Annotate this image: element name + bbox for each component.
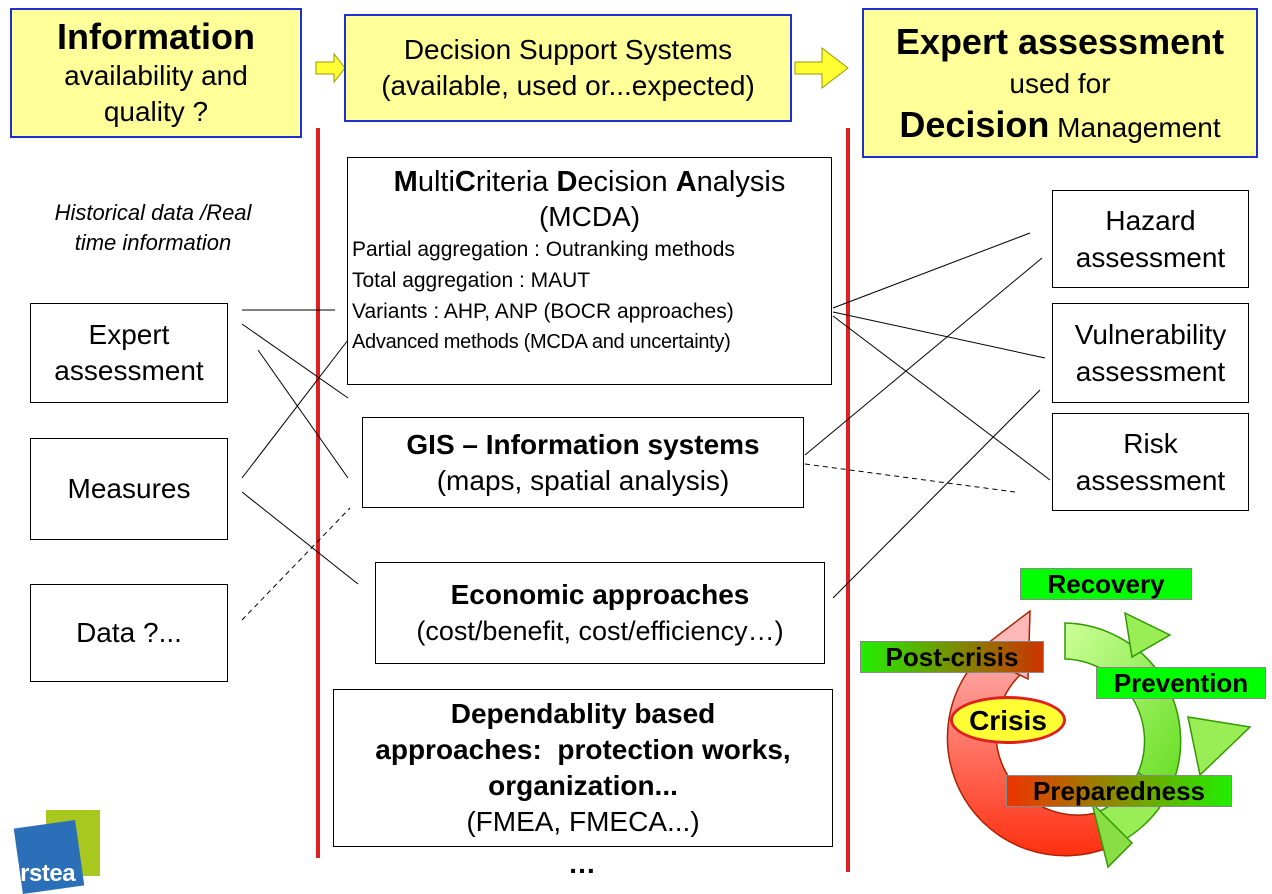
- mcda-title-nalysis: nalysis: [696, 166, 786, 198]
- dependability-line3: organization...: [488, 770, 678, 801]
- dependability-box: Dependablity based approaches: protectio…: [333, 689, 833, 847]
- connector: [241, 339, 349, 479]
- measures-label: Measures: [67, 473, 191, 504]
- risk-line2: assessment: [1075, 465, 1226, 496]
- expert-line2: used for: [1009, 68, 1111, 99]
- mcda-item: Total aggregation : MAUT: [352, 269, 591, 292]
- dss-box: Decision Support Systems (available, use…: [344, 14, 792, 122]
- expert-line3: Decision Management: [864, 104, 1256, 149]
- gis-subtitle: (maps, spatial analysis): [436, 464, 730, 496]
- information-line2: availability and: [64, 60, 248, 91]
- dependability-line2: approaches: protection works,: [375, 734, 791, 765]
- mcda-title-c: C: [454, 166, 476, 198]
- information-box: Information availability and quality ?: [10, 8, 302, 138]
- note-line2: time information: [74, 230, 232, 255]
- more-ellipsis: …: [568, 848, 596, 879]
- gis-box: GIS – Information systems (maps, spatial…: [362, 417, 804, 508]
- data-box: Data ?...: [30, 584, 228, 682]
- economic-subtitle: (cost/benefit, cost/efficiency…): [416, 616, 784, 646]
- expert-assessment-box: Expert assessment used for Decision Mana…: [862, 8, 1258, 158]
- expert-input-line2: assessment: [54, 355, 204, 386]
- risk-box: Risk assessment: [1052, 413, 1249, 511]
- connector: [804, 257, 1043, 456]
- arrow-dss-to-expert: [794, 46, 849, 90]
- data-label: Data ?...: [76, 617, 182, 648]
- hazard-box: Hazard assessment: [1052, 190, 1249, 288]
- irstea-logo: irstea: [13, 810, 104, 894]
- arrow-info-to-dss: [315, 52, 346, 84]
- expert-line3-bold: Decision: [899, 104, 1050, 145]
- mcda-title: MultiCriteria Decision Analysis: [352, 164, 827, 200]
- connector: [832, 389, 1041, 599]
- cycle-label-recovery: Recovery: [1020, 568, 1192, 600]
- mcda-item: Advanced methods (MCDA and uncertainty): [352, 331, 731, 353]
- mcda-title-m: M: [393, 166, 418, 198]
- cycle-label-prevention: Prevention: [1096, 667, 1266, 699]
- cycle-arrowhead: [1124, 611, 1172, 659]
- mcda-title-a: A: [675, 166, 697, 198]
- economic-box: Economic approaches (cost/benefit, cost/…: [375, 562, 825, 664]
- connector: [832, 232, 1031, 309]
- information-title: Information: [57, 16, 255, 57]
- expert-line3-rest: Management: [1049, 112, 1221, 143]
- gis-title: GIS – Information systems: [406, 428, 760, 460]
- risk-line1: Risk: [1123, 428, 1178, 459]
- vulnerability-box: Vulnerability assessment: [1052, 303, 1249, 403]
- dependability-line1: Dependablity based: [450, 698, 716, 729]
- historical-note: Historical data /Real time information: [18, 198, 288, 258]
- connector: [832, 311, 1046, 359]
- dss-line2: (available, used or...expected): [381, 70, 755, 101]
- connector: [241, 491, 359, 585]
- cycle-ring-green: [1064, 622, 1182, 792]
- dependability-line4: (FMEA, FMECA...): [466, 806, 700, 837]
- connector: [832, 315, 1051, 481]
- note-line1: Historical data /Real: [54, 200, 252, 225]
- cycle-arrowhead: [1187, 716, 1252, 777]
- connector-dashed: [241, 507, 351, 621]
- hazard-line2: assessment: [1075, 242, 1226, 273]
- crisis-cycle-diagram: [946, 609, 1252, 869]
- mcda-box: MultiCriteria Decision Analysis (MCDA) P…: [347, 157, 832, 385]
- cycle-label-post-crisis: Post-crisis: [860, 641, 1044, 673]
- mcda-title-ecision: ecision: [577, 166, 676, 198]
- measures-box: Measures: [30, 438, 228, 540]
- cycle-label-crisis: Crisis: [950, 696, 1066, 744]
- information-line3: quality ?: [103, 96, 209, 127]
- expert-input-line1: Expert: [88, 319, 170, 350]
- expert-title: Expert assessment: [895, 21, 1225, 62]
- vulnerability-line1: Vulnerability: [1074, 319, 1227, 350]
- vulnerability-line2: assessment: [1075, 356, 1226, 387]
- mcda-title-riteria: riteria: [475, 166, 557, 198]
- connector: [257, 349, 349, 479]
- mcda-item: Partial aggregation : Outranking methods: [352, 238, 735, 261]
- connector-dashed: [804, 463, 1016, 493]
- mcda-item: Variants : AHP, ANP (BOCR approaches): [352, 300, 734, 323]
- hazard-line1: Hazard: [1105, 205, 1196, 236]
- mcda-subtitle: (MCDA): [538, 201, 641, 232]
- cycle-arrowhead: [1090, 800, 1134, 869]
- mcda-title-ulti: ulti: [417, 166, 455, 198]
- logo-text: irstea: [14, 860, 76, 887]
- dss-line1: Decision Support Systems: [403, 34, 733, 65]
- expert-assessment-input-box: Expert assessment: [30, 303, 228, 403]
- economic-title: Economic approaches: [450, 579, 750, 610]
- cycle-label-preparedness: Preparedness: [1006, 775, 1232, 807]
- mcda-title-d: D: [556, 166, 578, 198]
- connector: [241, 323, 349, 399]
